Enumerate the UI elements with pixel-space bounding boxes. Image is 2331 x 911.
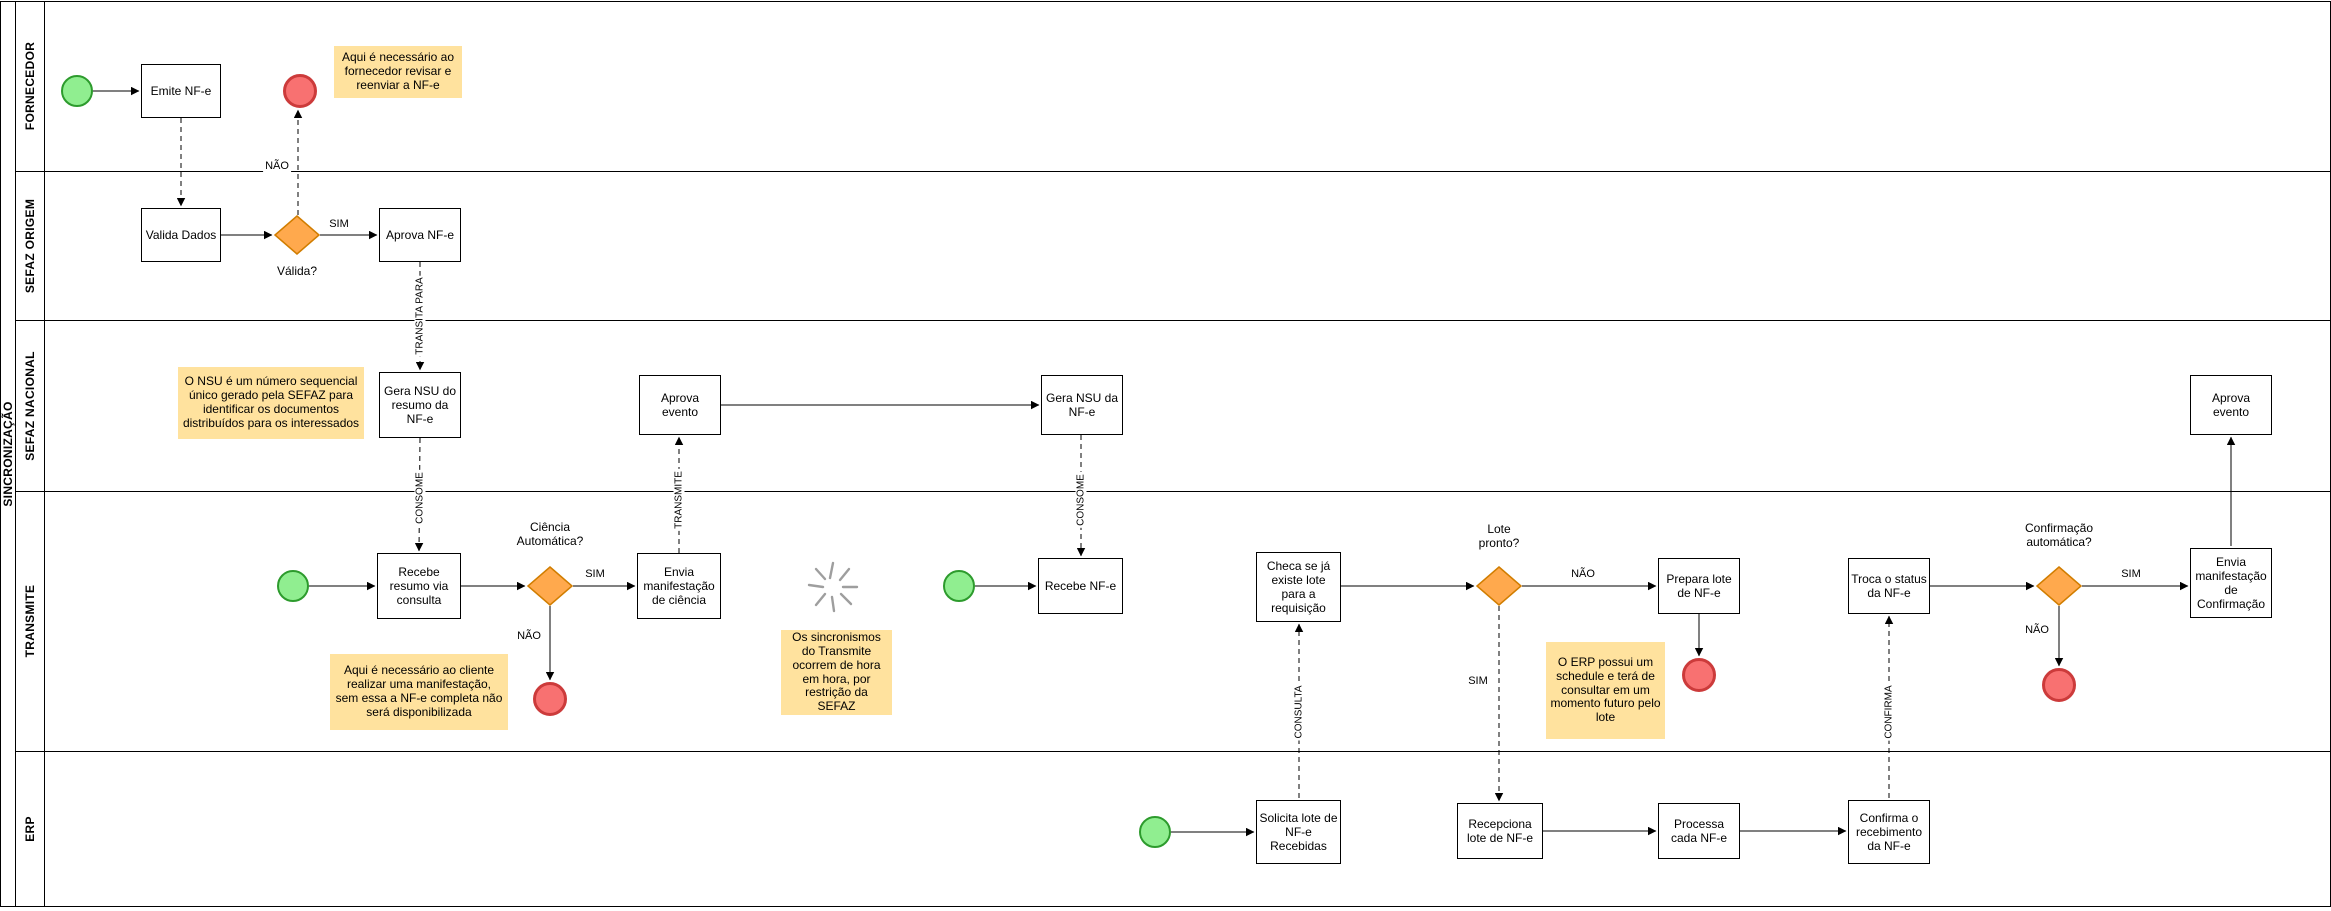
diamond-shape xyxy=(2035,566,2083,606)
node-label: Envia manifestação de ciência xyxy=(643,564,715,608)
task-troca-status[interactable]: Troca o status da NF-e xyxy=(1848,558,1930,614)
node-label: Recepciona lote de NF-e xyxy=(1466,816,1534,845)
diamond-shape xyxy=(1475,566,1523,606)
gateway-lote-pronto[interactable] xyxy=(1475,566,1523,606)
end-event-fim-prepara[interactable] xyxy=(1682,658,1716,692)
node-label: Prepara lote de NF-e xyxy=(1666,571,1732,600)
edge-label-nao-ciencia-nao: NÃO xyxy=(515,630,543,642)
edge-label-nao-valida-nao: NÃO xyxy=(263,160,291,172)
annotation-nota-sincronismos: Os sincronismos do Transmite ocorrem de … xyxy=(781,630,892,715)
task-gera-nsu-nfe[interactable]: Gera NSU da NF-e xyxy=(1041,375,1123,435)
node-label: O ERP possui um schedule e terá de consu… xyxy=(1550,654,1661,725)
label-confirmacao-question: Confirmação automática? xyxy=(2024,521,2094,549)
task-aprova-evento-1[interactable]: Aprova evento xyxy=(639,375,721,435)
task-valida-dados[interactable]: Valida Dados xyxy=(141,208,221,262)
task-emite-nfe[interactable]: Emite NF-e xyxy=(141,64,221,118)
node-label: Os sincronismos do Transmite ocorrem de … xyxy=(792,629,881,714)
node-label: Aprova evento xyxy=(660,390,700,419)
task-solicita-lote[interactable]: Solicita lote de NF-e Recebidas xyxy=(1256,800,1341,864)
node-label: Troca o status da NF-e xyxy=(1851,571,1927,600)
label-valida-question: Válida? xyxy=(276,264,318,279)
pool-label: SINCRONIZAÇÃO xyxy=(0,401,15,507)
edge-label-sim-ciencia-sim: SIM xyxy=(583,568,607,580)
node-label: Gera NSU da NF-e xyxy=(1045,390,1119,419)
node-label: Checa se já existe lote para a requisiçã… xyxy=(1266,558,1331,616)
diamond-shape xyxy=(273,215,321,255)
node-label: Gera NSU do resumo da NF-e xyxy=(383,383,457,427)
node-label: Aprova NF-e xyxy=(385,227,455,242)
task-aprova-evento-2[interactable]: Aprova evento xyxy=(2190,375,2272,435)
edge-label-sim-lote-sim: SIM xyxy=(1466,675,1490,687)
task-envia-ciencia[interactable]: Envia manifestação de ciência xyxy=(637,553,721,619)
gateway-confirmacao-automatica[interactable] xyxy=(2035,566,2083,606)
lane-label-erp: ERP xyxy=(22,816,37,842)
node-label: Recebe resumo via consulta xyxy=(389,564,449,608)
task-processa-nfe[interactable]: Processa cada NF-e xyxy=(1658,803,1740,859)
annotation-nota-manifestacao: Aqui é necessário ao cliente realizar um… xyxy=(330,654,508,730)
start-event-inicio-erp[interactable] xyxy=(1139,816,1171,848)
task-gera-nsu-resumo[interactable]: Gera NSU do resumo da NF-e xyxy=(379,372,461,438)
node-label: Valida Dados xyxy=(145,227,217,242)
annotation-nota-nsu: O NSU é um número sequencial único gerad… xyxy=(178,367,364,439)
edge-label-transita-para-aprova-to-gera-nsu: TRANSITA PARA xyxy=(414,275,426,357)
node-label: O NSU é um número sequencial único gerad… xyxy=(182,374,360,430)
task-recepciona-lote[interactable]: Recepciona lote de NF-e xyxy=(1457,803,1543,859)
node-label: Processa cada NF-e xyxy=(1670,816,1728,845)
node-label: Emite NF-e xyxy=(150,83,212,98)
start-event-inicio-fornecedor[interactable] xyxy=(61,75,93,107)
edge-label-nao-lote-nao: NÃO xyxy=(1569,568,1597,580)
task-aprova-nfe[interactable]: Aprova NF-e xyxy=(379,208,461,262)
task-recebe-nfe[interactable]: Recebe NF-e xyxy=(1038,558,1123,614)
start-event-inicio-transmite-2[interactable] xyxy=(943,570,975,602)
task-prepara-lote[interactable]: Prepara lote de NF-e xyxy=(1658,558,1740,614)
edge-label-sim-confirmacao-sim: SIM xyxy=(2119,568,2143,580)
task-checa-lote[interactable]: Checa se já existe lote para a requisiçã… xyxy=(1256,552,1341,622)
node-label: Recebe NF-e xyxy=(1044,578,1117,593)
end-event-fim-ciencia[interactable] xyxy=(533,682,567,716)
annotation-nota-schedule: O ERP possui um schedule e terá de consu… xyxy=(1546,642,1665,739)
label-ciencia-question: Ciência Automática? xyxy=(516,520,584,548)
gateway-valida[interactable] xyxy=(273,215,321,255)
task-recebe-resumo[interactable]: Recebe resumo via consulta xyxy=(377,553,461,619)
node-label: Aprova evento xyxy=(2211,390,2251,419)
node-label: Envia manifestação de Confirmação xyxy=(2195,554,2267,612)
label-lote-question: Lote pronto? xyxy=(1478,522,1520,550)
node-label: Aqui é necessário ao fornecedor revisar … xyxy=(341,50,455,92)
start-event-inicio-transmite-1[interactable] xyxy=(277,570,309,602)
lane-label-transmite: TRANSMITE xyxy=(22,584,37,658)
lane-label-sefaz-origem: SEFAZ ORIGEM xyxy=(22,198,37,293)
edge-label-consome-gera-nsu-nfe-to-recebe-nfe: CONSOME xyxy=(1075,472,1087,528)
end-event-fim-fornecedor[interactable] xyxy=(283,74,317,108)
annotation-nota-fornecedor: Aqui é necessário ao fornecedor revisar … xyxy=(334,46,462,98)
edge-label-consome-gera-nsu-to-recebe-resumo: CONSOME xyxy=(414,470,426,526)
gateway-ciencia[interactable] xyxy=(526,566,574,606)
lane-label-sefaz-nacional: SEFAZ NACIONAL xyxy=(22,350,37,461)
lane-label-fornecedor: FORNECEDOR xyxy=(22,41,37,131)
burst-sketch-icon xyxy=(807,561,859,613)
edge-label-sim-valida-sim: SIM xyxy=(327,218,351,230)
edge-label-confirma-confirma-to-troca: CONFIRMA xyxy=(1883,683,1895,741)
edge-label-consulta-solicita-to-checa: CONSULTA xyxy=(1293,683,1305,741)
task-confirma-recebimento[interactable]: Confirma o recebimento da NF-e xyxy=(1848,800,1930,864)
edge-label-nao-confirmacao-nao: NÃO xyxy=(2023,624,2051,636)
node-label: Solicita lote de NF-e Recebidas xyxy=(1259,810,1338,854)
diamond-shape xyxy=(526,566,574,606)
node-label: Confirma o recebimento da NF-e xyxy=(1855,810,1923,854)
edge-label-transmite-envia-ciencia-to-aprova-evento: TRANSMITE xyxy=(673,469,685,531)
burst xyxy=(806,560,860,614)
node-label: Aqui é necessário ao cliente realizar um… xyxy=(335,663,503,719)
end-event-fim-confirmacao[interactable] xyxy=(2042,668,2076,702)
task-envia-confirmacao[interactable]: Envia manifestação de Confirmação xyxy=(2190,548,2272,618)
